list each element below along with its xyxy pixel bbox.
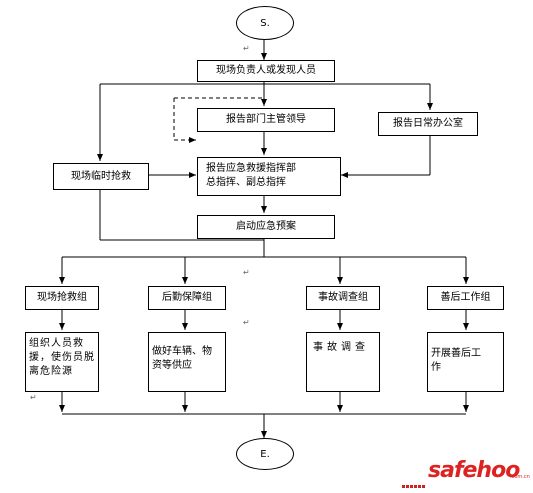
task-investigation-line-1: 事故调查 <box>313 342 369 353</box>
start-node: S. <box>236 6 294 40</box>
end-label: E. <box>260 448 270 460</box>
start-plan-label: 启动应急预案 <box>236 221 296 232</box>
watermark-text: safehoo <box>428 458 520 483</box>
task-rescue-line-1: 组织人员救 <box>29 338 84 349</box>
task-rescue-line-2: 援，使伤员脱 <box>29 352 95 363</box>
team-investigation-label: 事故调查组 <box>318 292 368 303</box>
report-office-box: 报告日常办公室 <box>378 112 478 136</box>
task-box-aftermath: 开展善后工 作 <box>427 332 504 392</box>
task-box-investigation: 事故调查 <box>306 332 380 392</box>
task-logistics-line-2: 资等供应 <box>152 360 192 371</box>
report-supervisor-box: 报告部门主管领导 <box>197 108 335 132</box>
team-box-rescue: 现场抢救组 <box>25 286 99 310</box>
team-aftermath-label: 善后工作组 <box>440 292 491 303</box>
report-hq-line-1: 报告应急救援指挥部 <box>206 163 296 174</box>
paragraph-mark-icon: ↵ <box>243 44 250 53</box>
paragraph-mark-icon: ↵ <box>30 393 37 402</box>
task-logistics-line-1: 做好车辆、物 <box>152 346 212 357</box>
task-box-rescue: 组织人员救 援，使伤员脱 离危险源 <box>25 332 99 392</box>
paragraph-mark-icon: ↵ <box>243 318 250 327</box>
onsite-rescue-label: 现场临时抢救 <box>71 170 131 182</box>
paragraph-mark-icon: ↵ <box>243 268 250 277</box>
discoverer-label: 现场负责人或发现人员 <box>216 65 316 76</box>
report-hq-box: 报告应急救援指挥部 总指挥、副总指挥 <box>197 157 341 196</box>
report-supervisor-label: 报告部门主管领导 <box>226 114 306 125</box>
team-rescue-label: 现场抢救组 <box>37 292 87 303</box>
team-box-aftermath: 善后工作组 <box>427 286 504 310</box>
report-office-label: 报告日常办公室 <box>393 118 463 129</box>
watermark-subtext: .com.cn <box>510 474 530 480</box>
team-box-investigation: 事故调查组 <box>306 286 380 310</box>
task-aftermath-line-2: 作 <box>431 362 441 373</box>
team-box-logistics: 后勤保障组 <box>148 286 226 310</box>
task-aftermath-line-1: 开展善后工 <box>431 348 481 359</box>
start-label: S. <box>260 17 270 29</box>
onsite-rescue-box: 现场临时抢救 <box>53 163 149 190</box>
report-hq-line-2: 总指挥、副总指挥 <box>206 177 286 188</box>
start-plan-box: 启动应急预案 <box>197 215 335 239</box>
end-node: E. <box>236 438 294 470</box>
discoverer-box: 现场负责人或发现人员 <box>197 60 335 82</box>
task-rescue-line-3: 离危险源 <box>29 366 73 377</box>
safehoo-watermark-logo: safehoo .com.cn <box>398 458 530 488</box>
team-logistics-label: 后勤保障组 <box>162 292 212 303</box>
watermark-dots <box>402 473 426 488</box>
task-box-logistics: 做好车辆、物 资等供应 <box>148 332 226 392</box>
